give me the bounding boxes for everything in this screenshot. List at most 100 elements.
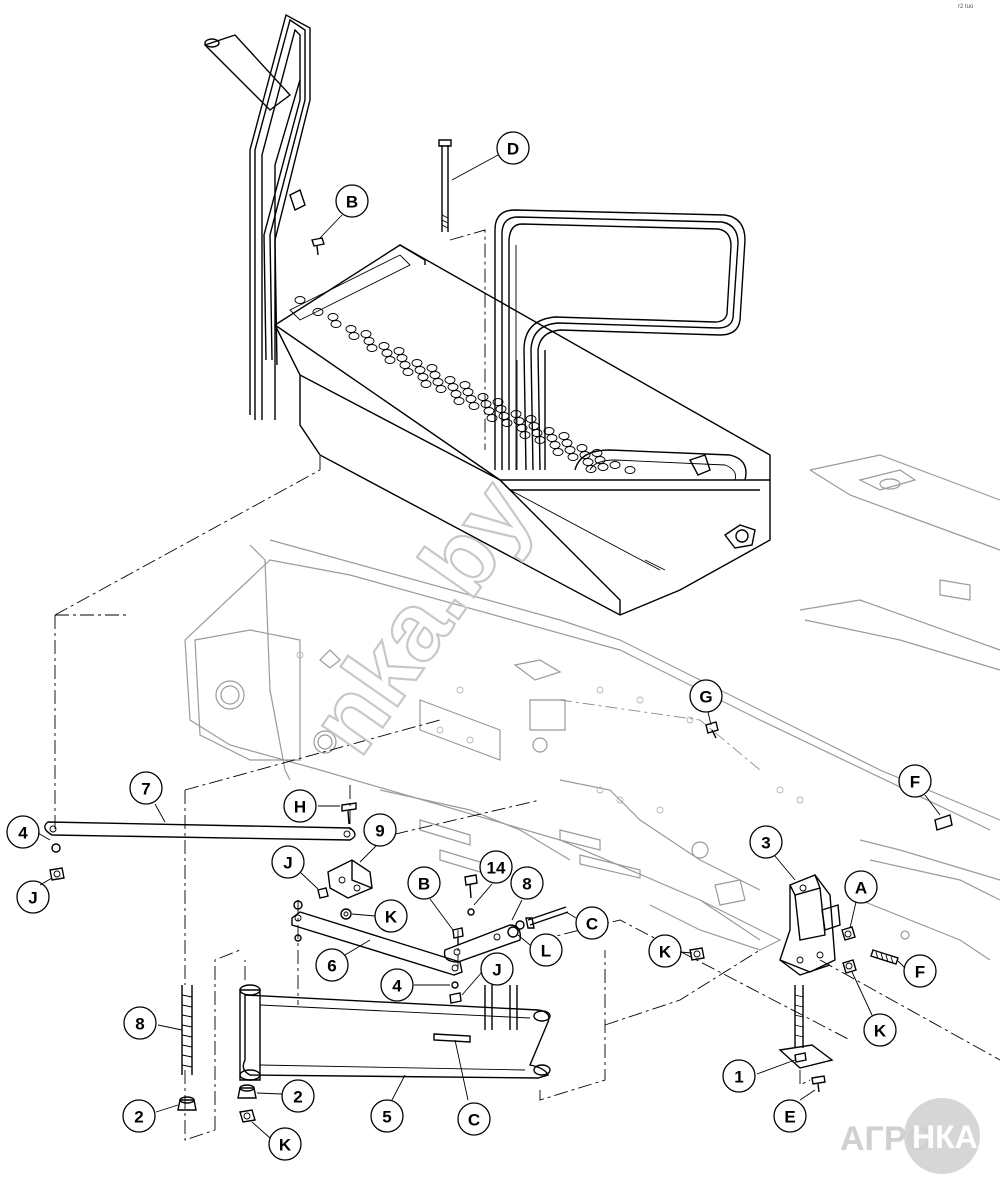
perforation-hole xyxy=(552,448,564,456)
perforation-hole xyxy=(597,463,609,471)
svg-text:L: L xyxy=(541,942,551,961)
leader-line-f-top xyxy=(924,794,941,816)
leader-line-3 xyxy=(774,855,796,881)
perforation-hole xyxy=(417,373,429,381)
perforation-hole xyxy=(549,441,561,449)
perforation-hole xyxy=(384,356,396,364)
perforation-hole xyxy=(480,400,492,408)
callout-j-left: J xyxy=(16,880,50,914)
screw-b-top xyxy=(311,237,325,256)
perforation-hole xyxy=(402,368,414,376)
callout-f-top: F xyxy=(898,764,932,798)
callout-g: G xyxy=(689,679,723,713)
perforation-hole xyxy=(447,383,459,391)
perforation-hole xyxy=(414,366,426,374)
svg-text:9: 9 xyxy=(375,822,384,841)
bolt-d xyxy=(438,139,452,232)
svg-text:14: 14 xyxy=(487,859,506,878)
perforation-hole xyxy=(411,359,423,367)
leader-line-b-top xyxy=(319,214,343,239)
leader-line-j-low xyxy=(461,971,483,996)
perforation-hole xyxy=(420,380,432,388)
svg-text:2: 2 xyxy=(134,1108,143,1127)
bushing-2 xyxy=(237,1084,257,1123)
leader-line-e xyxy=(799,1089,816,1101)
perforation-hole xyxy=(444,376,456,384)
svg-text:K: K xyxy=(385,908,398,927)
hardware-left xyxy=(49,843,65,881)
leader-line-9 xyxy=(359,845,377,863)
callout-j-low: J xyxy=(480,952,514,986)
svg-text:C: C xyxy=(586,915,598,934)
callout-9: 9 xyxy=(363,813,397,847)
perforation-hole xyxy=(396,354,408,362)
leader-line-j-left xyxy=(39,877,53,886)
perforation-hole xyxy=(327,313,339,321)
leader-line-6 xyxy=(344,939,371,956)
perforation-hole xyxy=(513,417,525,425)
perforation-hole xyxy=(453,397,465,405)
perforation-hole xyxy=(576,444,588,452)
svg-text:J: J xyxy=(28,889,37,908)
callout-8-right: 8 xyxy=(510,866,544,900)
svg-text:6: 6 xyxy=(327,957,336,976)
callout-h: H xyxy=(283,789,317,823)
stud-1 xyxy=(778,985,834,1093)
leader-line-2-left xyxy=(155,1104,179,1113)
leader-lines xyxy=(37,154,941,1139)
svg-text:8: 8 xyxy=(135,1015,144,1034)
perforation-hole xyxy=(435,385,447,393)
callout-1: 1 xyxy=(722,1059,756,1093)
perforation-hole xyxy=(558,432,570,440)
perforation-hole xyxy=(528,422,540,430)
hardware-right xyxy=(689,926,899,974)
svg-text:3: 3 xyxy=(761,834,770,853)
callout-4-left: 4 xyxy=(6,815,40,849)
perforation-hole xyxy=(345,325,357,333)
leader-line-8-left xyxy=(157,1024,183,1031)
callout-k-low: K xyxy=(268,1127,302,1161)
svg-text:АГРО: АГРО xyxy=(840,1120,933,1158)
callout-f-right: F xyxy=(903,954,937,988)
leader-line-l xyxy=(517,934,531,946)
perforation-hole xyxy=(381,349,393,357)
svg-text:4: 4 xyxy=(18,824,28,843)
callout-c-top: C xyxy=(575,906,609,940)
leader-line-d xyxy=(451,154,499,181)
perforation-hole xyxy=(546,434,558,442)
callout-a: A xyxy=(844,870,878,904)
perforation-hole xyxy=(366,344,378,352)
callout-5: 5 xyxy=(370,1099,404,1133)
screw-g xyxy=(705,721,719,739)
perforation-hole xyxy=(360,330,372,338)
arm-5 xyxy=(239,984,551,1081)
perforation-hole xyxy=(378,342,390,350)
leader-line-4-left xyxy=(37,832,51,841)
svg-text:J: J xyxy=(283,854,292,873)
svg-text:2: 2 xyxy=(293,1088,302,1107)
leader-line-g xyxy=(707,711,712,726)
svg-text:НКА: НКА xyxy=(912,1119,978,1155)
perforation-hole xyxy=(330,320,342,328)
svg-text:H: H xyxy=(294,798,306,817)
perforation-hole xyxy=(582,458,594,466)
perforation-hole xyxy=(450,390,462,398)
perforation-hole xyxy=(399,361,411,369)
leader-line-1 xyxy=(756,1059,796,1075)
perforation-hole xyxy=(312,308,324,316)
link-l xyxy=(443,874,569,963)
perforation-hole xyxy=(483,407,495,415)
perforation-hole xyxy=(294,296,306,304)
right-handrail xyxy=(494,209,746,471)
leader-line-a xyxy=(849,901,857,929)
perforation-hole xyxy=(591,449,603,457)
callout-k-far: K xyxy=(863,1013,897,1047)
callout-2-left: 2 xyxy=(122,1099,156,1133)
leader-line-k-right xyxy=(679,951,693,954)
svg-text:K: K xyxy=(659,943,672,962)
svg-text:D: D xyxy=(507,140,519,159)
perforation-hole xyxy=(486,414,498,422)
svg-text:A: A xyxy=(855,879,867,898)
callout-l: L xyxy=(529,933,563,967)
